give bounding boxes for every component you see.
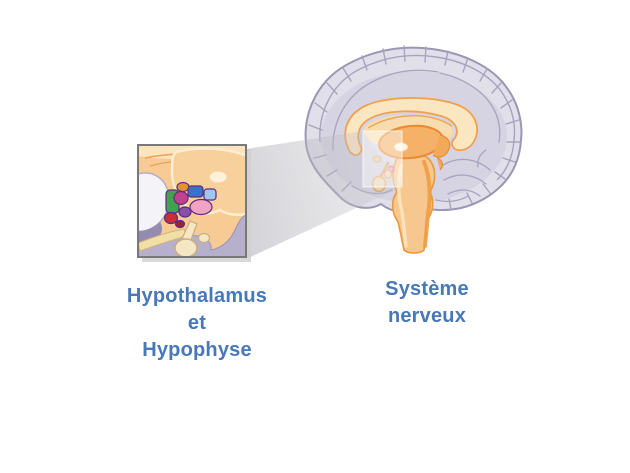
nucleus-light-blue [203, 188, 217, 201]
nucleus-dark-red [174, 219, 186, 229]
inset-pituitary-gland [174, 238, 198, 256]
inset-mass-spot [208, 170, 228, 184]
hypothalamic-nuclei [163, 181, 217, 229]
caption-line-2: et [187, 312, 207, 334]
inset-border [137, 144, 247, 258]
inset-artwork [139, 146, 245, 256]
inset-box [137, 144, 251, 262]
brainstem-stripe [422, 160, 432, 248]
nucleus-red [163, 211, 179, 225]
fornix-line [367, 115, 453, 129]
nucleus-orange [176, 181, 190, 193]
caption-line-3: Hypophyse [142, 339, 252, 361]
caption-line-1: Système [385, 278, 469, 300]
colliculi-lower [436, 157, 443, 171]
caption-line-1: Hypothalamus [126, 285, 268, 307]
caption-line-2: nerveux [387, 305, 467, 327]
nucleus-blue [187, 185, 204, 198]
caption-hypothalamus-hypophyse: Hypothalamus et Hypophyse [97, 283, 297, 364]
sulci-lines [308, 45, 521, 210]
caption-systeme-nerveux: Système nerveux [347, 276, 507, 330]
zoom-source-highlight [362, 130, 403, 188]
nucleus-pink [189, 198, 213, 216]
interthalamic-adhesion [393, 142, 409, 152]
cortex-rim-line [319, 54, 516, 181]
inset-pituitary-bump [197, 232, 211, 244]
nucleus-magenta [173, 190, 189, 206]
brainstem-highlight [397, 164, 408, 248]
corpus-callosum [344, 97, 478, 157]
nucleus-purple [178, 206, 192, 218]
colliculi [432, 134, 451, 158]
